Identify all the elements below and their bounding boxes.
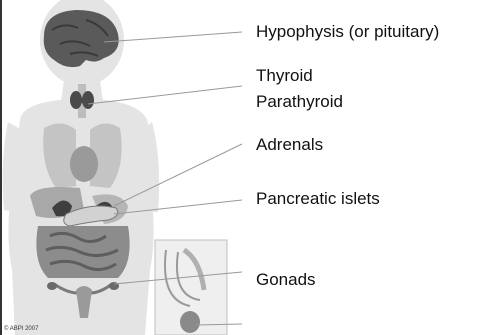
label-adrenals: Adrenals — [256, 135, 323, 155]
label-parathyroid: Parathyroid — [256, 92, 343, 112]
label-hypophysis: Hypophysis (or pituitary) — [256, 22, 439, 42]
label-thyroid: Thyroid — [256, 66, 313, 86]
intestines-organ — [36, 226, 129, 278]
label-pancreatic-islets: Pancreatic islets — [256, 189, 380, 209]
label-gonads: Gonads — [256, 270, 316, 290]
male-gonads-inset — [155, 240, 227, 335]
copyright-notice: © ABPI 2007 — [4, 326, 38, 332]
